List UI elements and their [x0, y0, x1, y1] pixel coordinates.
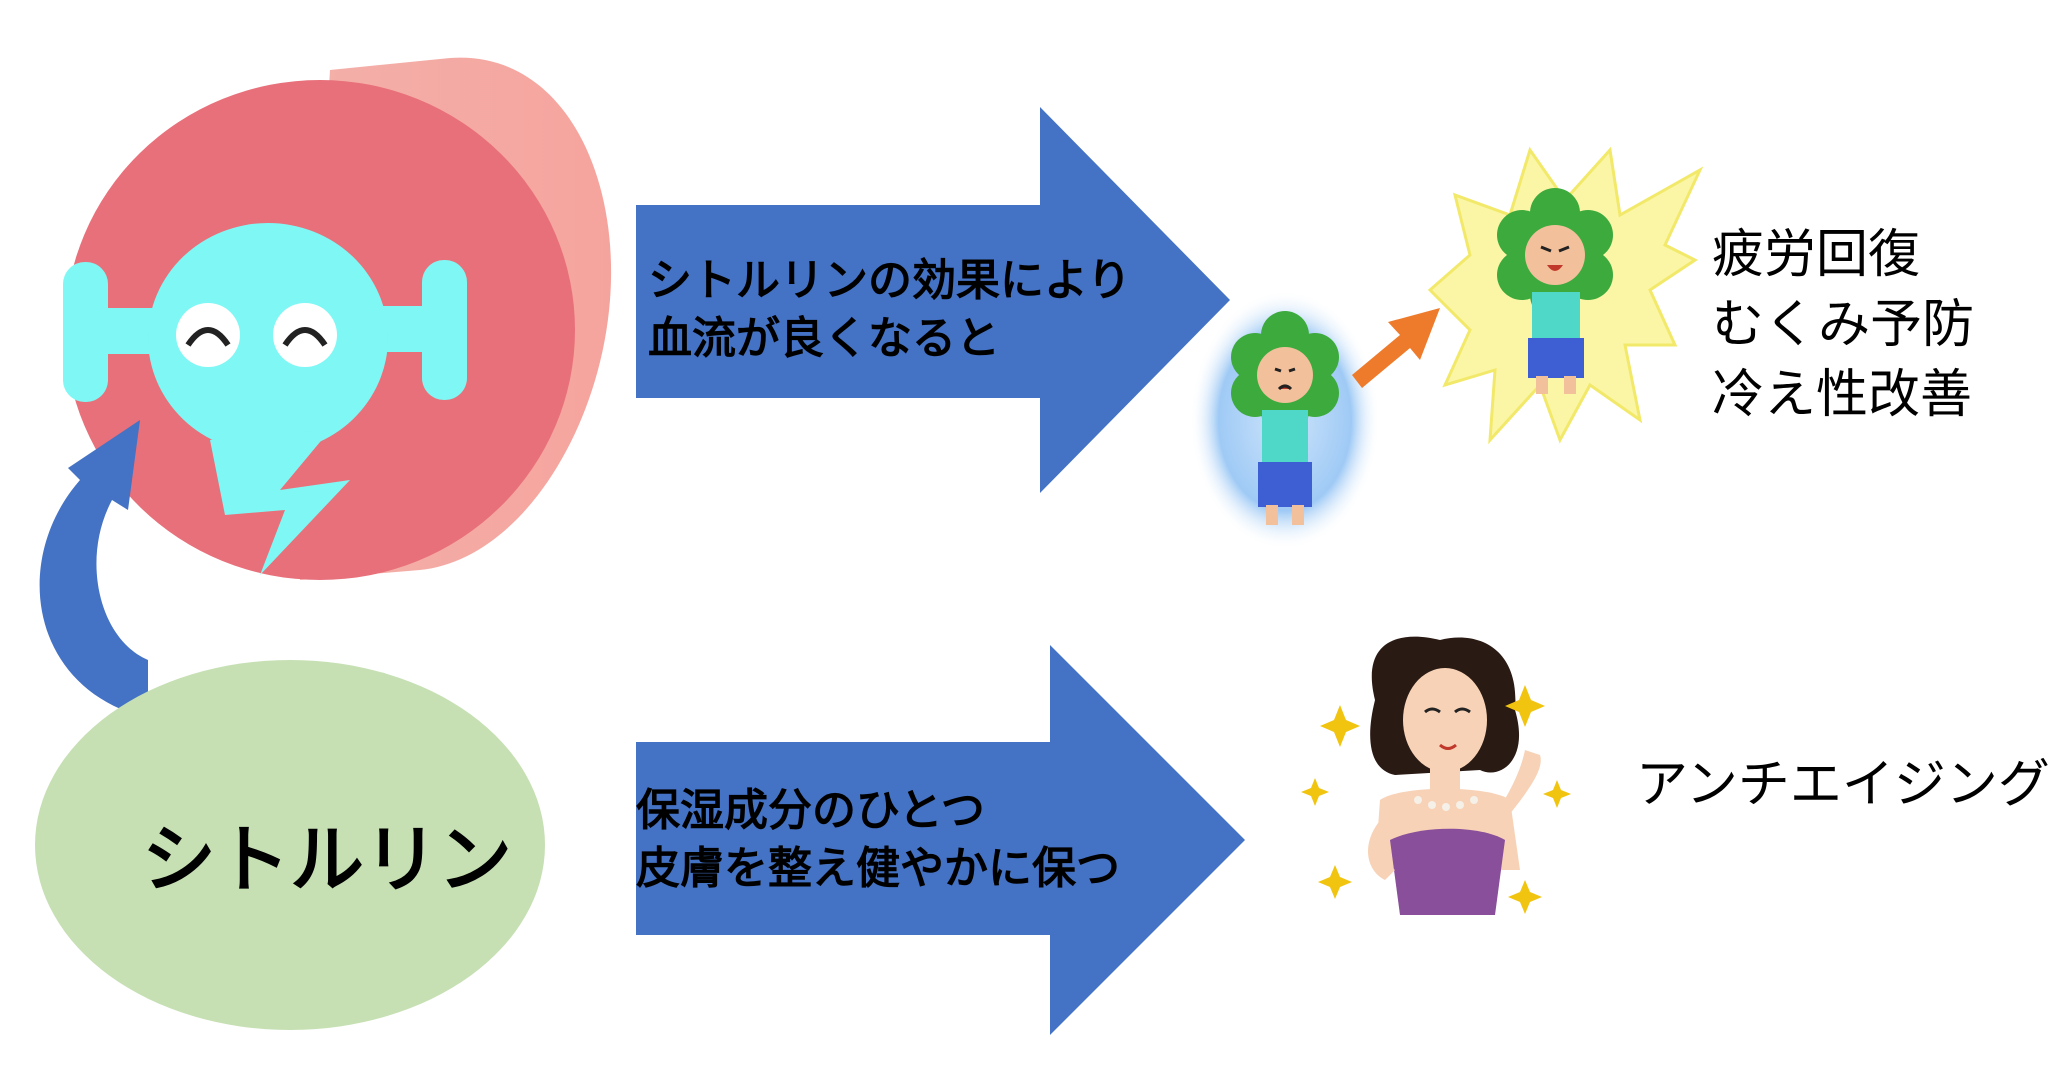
citrulline-label: シトルリン [142, 817, 512, 903]
benefit-fatigue: 疲労回復 [1712, 225, 1921, 285]
arrow-top-line-1: シトルリンの効果により [648, 255, 1132, 306]
arrow-top-line-2: 血流が良くなると [648, 313, 1000, 364]
benefits-top: 疲労回復 むくみ予防 冷え性改善 [1712, 220, 1974, 430]
arrow-top [636, 107, 1230, 493]
sparkle-icon [1301, 685, 1571, 914]
citrulline-ellipse [35, 660, 545, 1030]
woman-icon [1368, 636, 1541, 915]
arrow-bottom-line-2: 皮膚を整え健やかに保つ [636, 843, 1120, 894]
orange-arrow-icon [1352, 308, 1440, 388]
benefit-cold: 冷え性改善 [1712, 365, 1973, 425]
tired-character-icon [1190, 290, 1380, 550]
curved-arrow-icon [39, 420, 148, 718]
arrow-bottom [636, 645, 1245, 1035]
mascot-face-icon [63, 223, 467, 575]
arrow-top-text: シトルリンの効果により 血流が良くなると [648, 252, 1131, 368]
benefit-anti-aging: アンチエイジング [1636, 755, 2048, 815]
arrow-bottom-text: 保湿成分のひとつ 皮膚を整え健やかに保つ [636, 782, 1120, 898]
arrow-bottom-line-1: 保湿成分のひとつ [636, 785, 985, 836]
energetic-character-icon [1427, 146, 1704, 445]
benefit-swelling: むくみ予防 [1712, 295, 1975, 355]
